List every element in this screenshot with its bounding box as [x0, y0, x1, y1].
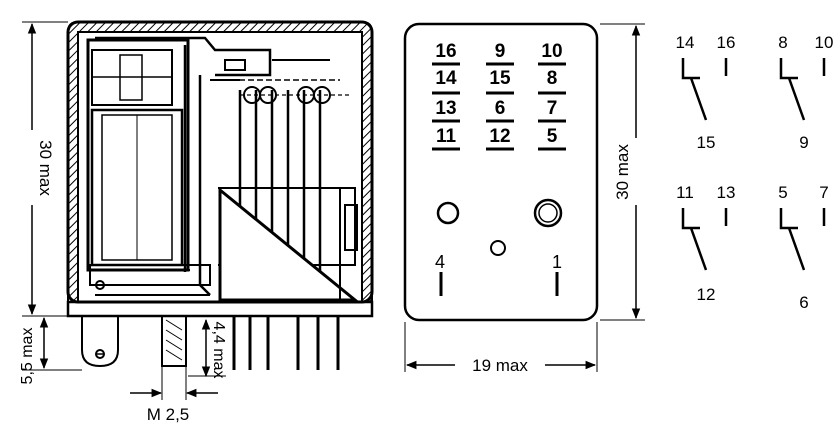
pin-label: 8	[547, 68, 558, 89]
coil-pin-label-left: 4	[435, 252, 445, 272]
pin-label: 11	[436, 126, 457, 147]
switch-symbol	[681, 58, 728, 121]
base-dimension	[22, 316, 82, 371]
front-height-dimension	[600, 23, 645, 321]
contact-no-label: 5	[778, 183, 787, 202]
switch-symbol	[779, 58, 826, 121]
base-dim-label: 5,5 max	[19, 328, 36, 385]
contact-common-label: 15	[697, 133, 716, 152]
side-view: 30 max 5,5 max 4,4 max M 2,5	[19, 20, 374, 424]
pin-label: 14	[435, 68, 457, 89]
terminal-pins	[81, 315, 340, 370]
pin-holes	[436, 198, 563, 256]
thread-dimension	[130, 366, 218, 400]
changeover-contact: 14 16 15	[676, 33, 736, 152]
pin-label: 16	[435, 41, 456, 62]
relay-face	[403, 22, 599, 322]
front-view: 16 9 10 14 15 8 13 6 7 11 12 5	[403, 22, 645, 375]
contact-common-label: 12	[697, 285, 716, 304]
coil-pin-label-right: 1	[552, 252, 562, 272]
armature	[95, 36, 330, 296]
pin-row: 11 12 5	[436, 126, 558, 147]
width-dim-label: 19 max	[472, 356, 528, 375]
contact-common-label: 6	[799, 293, 808, 312]
changeover-contact: 5 7 6	[778, 183, 828, 312]
pin-dim-label: 4,4 max	[210, 322, 227, 379]
pin-label: 13	[435, 98, 456, 119]
pin-label: 9	[495, 41, 506, 62]
base-plate	[66, 264, 374, 318]
contact-nc-label: 7	[819, 183, 828, 202]
contact-no-label: 14	[676, 33, 695, 52]
switch-symbol	[681, 208, 728, 271]
switch-symbol	[779, 208, 826, 271]
height-dim-label: 30 max	[36, 140, 55, 196]
contact-no-label: 8	[778, 33, 787, 52]
thread-dim-label: M 2,5	[147, 405, 190, 424]
pin-row: 13 6 7	[435, 98, 557, 119]
pin-label: 12	[489, 126, 510, 147]
pin-label: 10	[541, 41, 562, 62]
contact-block	[218, 186, 360, 302]
coil	[86, 38, 190, 272]
contact-nc-label: 13	[717, 183, 736, 202]
changeover-contact: 11 13 12	[676, 183, 735, 304]
contact-common-label: 9	[799, 133, 808, 152]
pin-row: 14 15 8	[435, 68, 557, 89]
pin-row: 16 9 10	[435, 41, 562, 62]
contact-schematics: 14 16 15 8 10 9 11 13 12 5 7 6	[676, 33, 834, 312]
pin-label: 7	[547, 98, 558, 119]
pin-label: 15	[489, 68, 511, 89]
front-height-dim-label: 30 max	[613, 144, 632, 200]
pin-label: 5	[547, 126, 558, 147]
pin-dimension	[188, 318, 226, 378]
height-dimension	[22, 21, 68, 317]
contact-nc-label: 10	[815, 33, 834, 52]
contact-nc-label: 16	[717, 33, 736, 52]
coil-pins	[439, 272, 559, 296]
width-dimension	[404, 322, 598, 372]
contact-no-label: 11	[676, 183, 694, 202]
pin-number-table: 16 9 10 14 15 8 13 6 7 11 12 5	[435, 41, 562, 147]
changeover-contact: 8 10 9	[778, 33, 833, 152]
pin-label: 6	[495, 98, 506, 119]
table-rules	[432, 62, 566, 151]
